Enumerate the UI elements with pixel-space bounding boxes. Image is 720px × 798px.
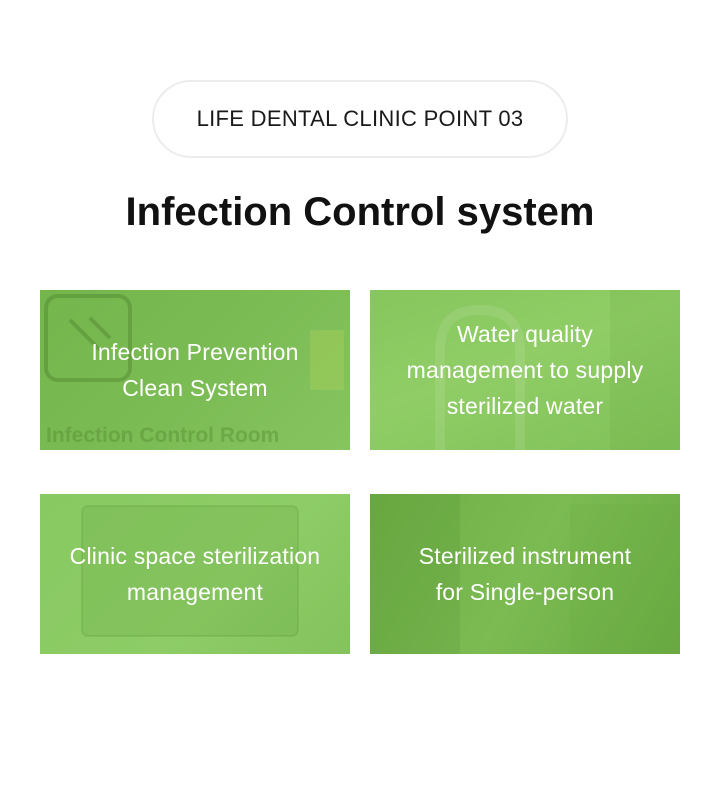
feature-card-water-quality[interactable]: Water quality management to supply steri… (370, 290, 680, 450)
card-label: Sterilized instrument for Single-person (418, 543, 632, 605)
card-label: Water quality management to supply steri… (406, 321, 644, 419)
section-badge-label: LIFE DENTAL CLINIC POINT 03 (196, 106, 524, 131)
section-badge: LIFE DENTAL CLINIC POINT 03 (152, 80, 568, 158)
sterilizer-device-illustration (81, 505, 299, 637)
feature-card-sterilized-instrument[interactable]: Sterilized instrument for Single-person (370, 494, 680, 654)
room-sign-illustration (44, 294, 344, 390)
card-background (40, 494, 350, 654)
equipment-illustration (435, 290, 680, 450)
card-label: Infection Prevention Clean System (91, 339, 299, 401)
feature-card-space-sterilization[interactable]: Clinic space sterilization management (40, 494, 350, 654)
card-background (370, 290, 680, 450)
instrument-pack-illustration (370, 494, 680, 654)
card-background-text: Infection Control Room (46, 424, 280, 447)
section-title: Infection Control system (125, 190, 595, 234)
card-label: Clinic space sterilization management (69, 543, 321, 605)
card-background: Infection Control Room (40, 290, 350, 450)
feature-card-infection-prevention[interactable]: Infection Control Room Infection Prevent… (40, 290, 350, 450)
card-background (370, 494, 680, 654)
